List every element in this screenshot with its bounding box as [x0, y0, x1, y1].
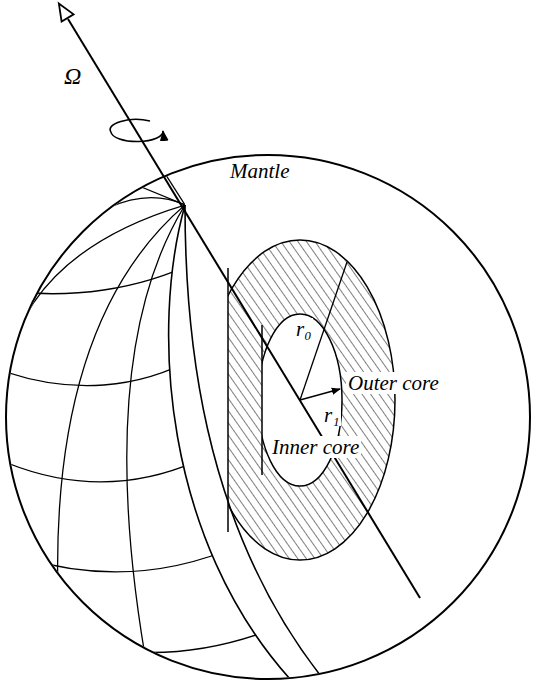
radius-label: r₀	[294, 318, 313, 340]
earth-outline	[6, 155, 530, 679]
radius-arrow	[300, 389, 340, 400]
region-label: Mantle	[228, 160, 291, 182]
rotation-arrow	[110, 119, 163, 141]
rotation-axis	[68, 19, 420, 598]
region-label: Outer core	[346, 372, 441, 394]
rotation-symbol: Ω	[62, 64, 83, 89]
region-label: Inner core	[270, 436, 361, 458]
radius-label: r₁	[322, 404, 341, 426]
axis-arrowhead	[53, 0, 74, 22]
